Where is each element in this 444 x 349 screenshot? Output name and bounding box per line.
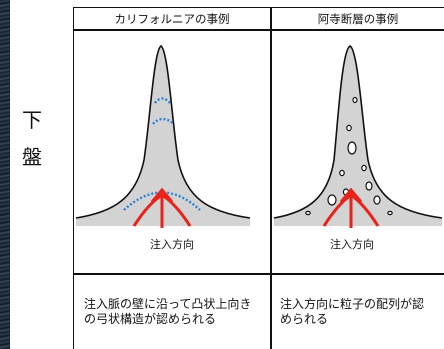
grain-particles xyxy=(305,96,393,216)
atera-fault-diagram xyxy=(273,45,443,228)
comparison-table xyxy=(73,7,444,349)
vein-shape xyxy=(76,46,250,226)
injection-arrow xyxy=(322,187,380,228)
vein-shape xyxy=(274,46,442,226)
header-atera-fault: 阿寺断層の事例 xyxy=(317,12,399,26)
arc-top xyxy=(154,97,171,104)
side-label-bottom: 盤 xyxy=(22,145,42,169)
vein-outline xyxy=(273,45,443,219)
header-california: カリフォルニアの事例 xyxy=(114,12,230,26)
arc-bottom xyxy=(123,191,201,211)
caption-right-line1: 注入方向に粒子の配列が認 xyxy=(280,297,425,311)
label-injection-direction-left: 注入方向 xyxy=(150,238,194,251)
arc-middle xyxy=(152,117,175,125)
california-diagram xyxy=(75,45,251,228)
caption-right-line2: められる xyxy=(280,312,329,326)
side-label-top: 下 xyxy=(22,108,42,132)
label-injection-direction-right: 注入方向 xyxy=(330,238,374,251)
column-divider xyxy=(270,7,272,349)
injection-arrow xyxy=(132,187,192,228)
header-divider xyxy=(73,29,444,31)
caption-left-line1: 注入脈の壁に沿って凸状上向き xyxy=(84,297,252,311)
background-photo-strip xyxy=(0,0,10,349)
caption-divider xyxy=(73,273,444,275)
caption-left-line2: の弓状構造が認められる xyxy=(84,312,217,326)
vein-outline xyxy=(75,45,251,219)
